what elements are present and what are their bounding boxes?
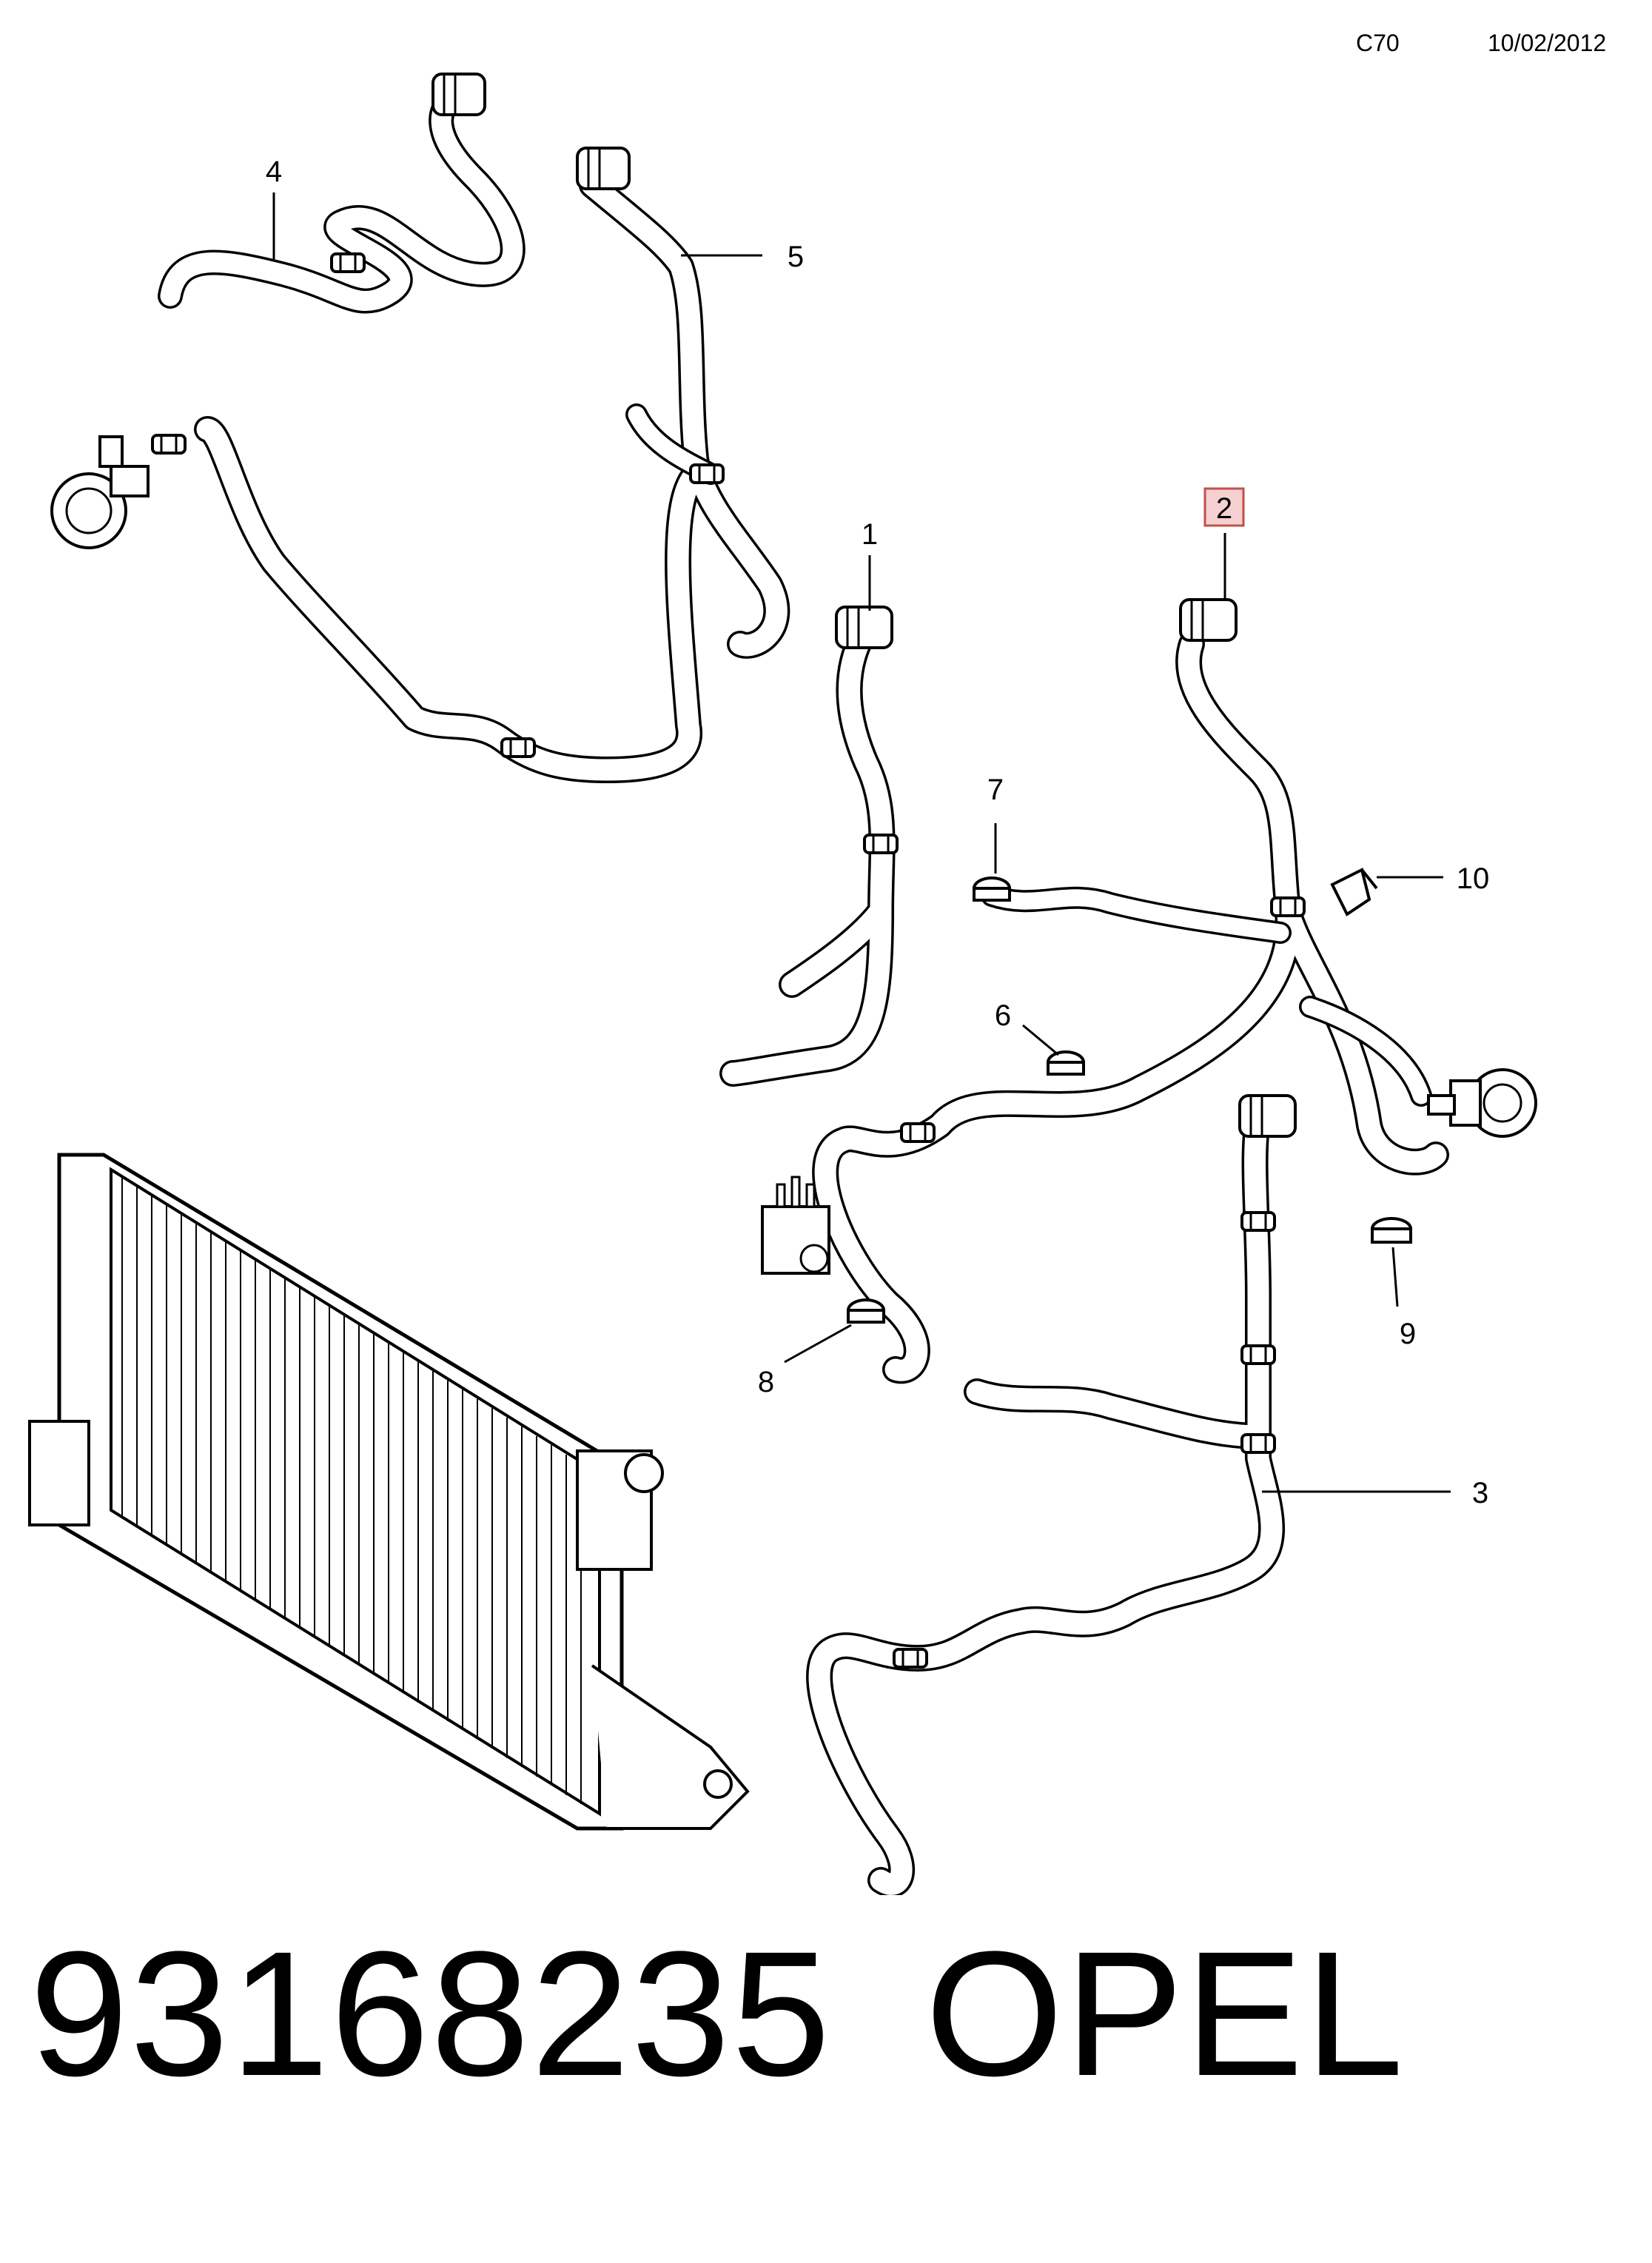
radiator xyxy=(28,1153,750,1831)
auxiliary-water-pump-left xyxy=(50,435,150,549)
clamp-7[interactable] xyxy=(973,876,1011,902)
hose-4-quick-connector xyxy=(432,73,486,116)
leader-lines xyxy=(272,192,1451,1493)
hose-4[interactable] xyxy=(158,73,526,314)
hose-2-quick-connector xyxy=(1179,598,1238,642)
pump-left-clamp xyxy=(151,434,187,455)
callout-4[interactable]: 4 xyxy=(266,155,282,188)
brand-name: OPEL xyxy=(925,1914,1406,2113)
hose-3[interactable] xyxy=(806,1094,1297,1895)
callout-1[interactable]: 1 xyxy=(862,518,878,551)
clamp-9[interactable] xyxy=(1371,1217,1412,1244)
parts-diagram: 1 2 3 4 5 6 7 8 9 10 xyxy=(28,73,1537,1895)
hose-5-quick-connector xyxy=(576,147,631,190)
clip-10[interactable] xyxy=(1330,868,1378,916)
callout-10[interactable]: 10 xyxy=(1457,862,1490,895)
callout-5[interactable]: 5 xyxy=(788,241,804,273)
coolant-valve-block xyxy=(761,1176,830,1275)
hose-3-quick-connector xyxy=(1238,1094,1297,1138)
auxiliary-water-pump-right xyxy=(1427,1068,1537,1138)
callout-7[interactable]: 7 xyxy=(987,774,1004,806)
callout-2-highlight[interactable]: 2 xyxy=(1203,487,1245,527)
hose-5-clamp-lower xyxy=(500,737,536,758)
part-number: 93168235 xyxy=(30,1914,832,2113)
callout-9[interactable]: 9 xyxy=(1400,1318,1416,1350)
callout-8[interactable]: 8 xyxy=(758,1366,774,1398)
hose-3-clamp-lower xyxy=(893,1648,928,1669)
clamp-8[interactable] xyxy=(847,1298,885,1324)
hose-3-clamp-upper xyxy=(1240,1211,1276,1232)
hose-1-quick-connector xyxy=(835,606,893,649)
hose-2-clamp-junction xyxy=(1270,896,1306,917)
hose-1-clamp xyxy=(863,834,899,854)
hose-3-clamp-middle xyxy=(1240,1344,1276,1365)
callout-3[interactable]: 3 xyxy=(1472,1477,1488,1509)
hose-5[interactable] xyxy=(194,147,790,783)
hose-3-clamp-junction xyxy=(1240,1433,1276,1454)
hose-2-clamp-lower xyxy=(900,1122,936,1143)
callout-6[interactable]: 6 xyxy=(995,999,1011,1032)
hose-5-clamp-upper xyxy=(689,463,725,484)
diagram-code: C70 xyxy=(1356,30,1400,56)
callout-2[interactable]: 2 xyxy=(1216,492,1232,525)
hose-4-clamp xyxy=(330,252,366,273)
hose-2[interactable] xyxy=(812,598,1449,1384)
clamp-6[interactable] xyxy=(1047,1050,1085,1076)
diagram-date: 10/02/2012 xyxy=(1488,30,1607,56)
hose-1[interactable] xyxy=(719,606,899,1087)
